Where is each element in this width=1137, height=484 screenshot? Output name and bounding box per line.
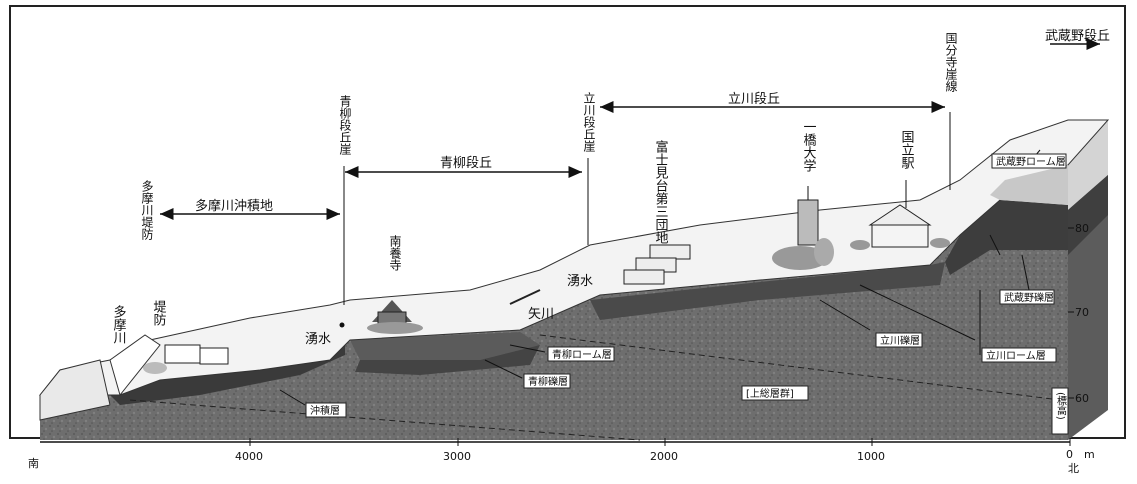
alluvium-tag: 沖積層 <box>305 402 347 418</box>
distance-tick-3000: 3000 <box>443 450 471 463</box>
surface-soil <box>38 119 1110 396</box>
kokubunji-scarp-label: 国分寺崖線 <box>944 32 958 92</box>
svg-text:武蔵野ローム層: 武蔵野ローム層 <box>996 155 1066 168</box>
tachikawa-scarp-label: 立川段丘崖 <box>582 91 596 152</box>
aoyagi-gravel-band <box>355 345 540 375</box>
levee-label: 堤防 <box>151 300 167 326</box>
hitotsubashi-building <box>772 199 834 270</box>
levee <box>109 334 161 397</box>
svg-text:青柳礫層: 青柳礫層 <box>528 375 568 388</box>
aoyagi-scarp-label: 青柳段丘崖 <box>338 95 352 155</box>
kazusa-group-body <box>40 200 1068 440</box>
aoyagi-gravel-tag: 青柳礫層 <box>523 373 571 389</box>
kazusa-group-tag: [上総層群] <box>741 385 809 401</box>
tachikawa-gravel-tag: 立川礫層 <box>875 332 923 348</box>
spring-lower-label: 湧水 <box>305 331 331 347</box>
aoyagi-terrace-label: 青柳段丘 <box>440 156 492 171</box>
kunitachi-station-label: 国立駅 <box>899 130 915 170</box>
elevation-tick-60: 60 <box>1075 392 1089 405</box>
musashino-gravel-tag: 武蔵野礫層 <box>999 289 1055 305</box>
residential-buildings <box>143 344 229 374</box>
svg-text:[上総層群]: [上総層群] <box>746 387 794 400</box>
elevation-tick-70: 70 <box>1075 306 1089 319</box>
yagawa-label: 矢川 <box>528 307 554 322</box>
aoyagi-loam-tag: 青柳ローム層 <box>547 346 615 362</box>
hitotsubashi-label: 一橋大学 <box>801 120 817 172</box>
musashino-loam-tag: 武蔵野ローム層 <box>991 153 1067 169</box>
distance-tick-1000: 1000 <box>857 450 885 463</box>
river-bank <box>39 359 111 421</box>
svg-text:武蔵野礫層: 武蔵野礫層 <box>1004 291 1054 304</box>
tachikawa-loam-tag: 立川ローム層 <box>981 347 1057 363</box>
tamagawa-label: 多摩川 <box>111 304 127 344</box>
nanyoji-temple <box>367 300 423 334</box>
distance-tick-0: 0 <box>1066 448 1073 461</box>
spring-upper-label: 湧水 <box>567 273 593 289</box>
elevation-label-box: (標高) <box>1051 387 1069 435</box>
tamagawa-levee-label: 多摩川堤防 <box>140 180 154 240</box>
aoyagi-loam-band <box>350 332 540 360</box>
north-label: 北 <box>1068 462 1079 475</box>
alluvium-label: 多摩川沖積地 <box>195 198 273 214</box>
kunitachi-station-building <box>850 204 950 250</box>
south-label: 南 <box>28 457 39 470</box>
svg-text:沖積層: 沖積層 <box>310 404 340 417</box>
distance-tick-4000: 4000 <box>235 450 263 463</box>
svg-text:立川礫層: 立川礫層 <box>880 334 920 347</box>
tachikawa-terrace-label: 立川段丘 <box>728 92 780 107</box>
alluvium-band <box>110 345 345 405</box>
musashino-gravel-band <box>945 200 1068 275</box>
nanyoji-label: 南養寺 <box>388 234 402 271</box>
elevation-tick-80: 80 <box>1075 222 1089 235</box>
musashino-terrace-label: 武蔵野段丘 <box>1045 29 1110 44</box>
tachikawa-gravel-band <box>590 262 945 320</box>
svg-text:立川ローム層: 立川ローム層 <box>986 349 1046 362</box>
distance-tick-2000: 2000 <box>650 450 678 463</box>
svg-text:(標高): (標高) <box>1055 392 1067 420</box>
fujimidai-label: 富士見台第三団地 <box>653 139 669 244</box>
svg-text:青柳ローム層: 青柳ローム層 <box>552 348 612 361</box>
distance-unit: m <box>1084 448 1095 461</box>
fujimidai-housing <box>623 244 691 285</box>
